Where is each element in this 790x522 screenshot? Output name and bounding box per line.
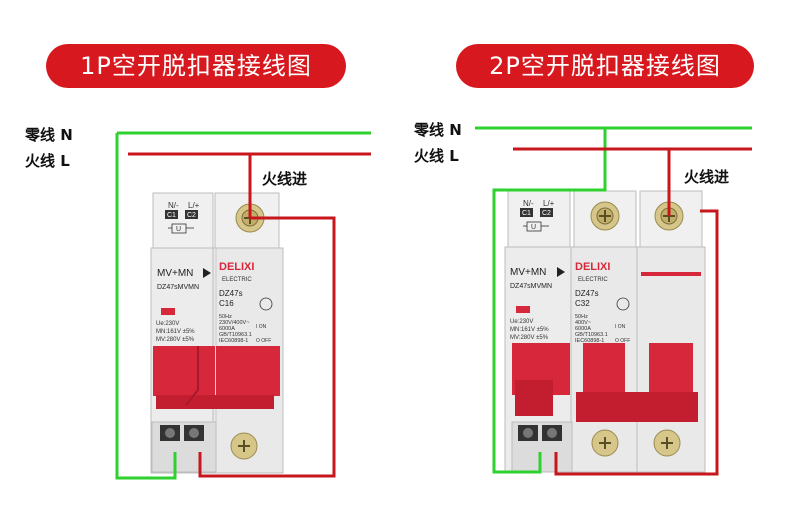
aux-term1-1p: C1: [167, 212, 176, 219]
aux-top-right-2p: L/+: [543, 199, 555, 208]
model-1p: DZ47s: [219, 289, 243, 298]
model-code-2p: DZ47sMVMN: [510, 283, 552, 290]
spec7-2p: GB/T10963.1: [575, 332, 608, 338]
model-code-1p: DZ47sMVMN: [157, 284, 199, 291]
live-in-label-1p: 火线进: [262, 170, 308, 188]
aux-term1-2p: C1: [522, 210, 531, 217]
brand-2p: DELIXI: [575, 261, 610, 273]
breaker-1p: N/- L/+ C1 C2 U MV+MN DZ47sMVMN Ue:230V …: [150, 192, 284, 474]
neutral-label-1p: 零线 N: [25, 126, 73, 144]
wires-2p: [475, 126, 752, 476]
spec6-1p: 6000A: [219, 326, 235, 332]
wires-1p: [115, 131, 371, 480]
spec5-2p: 400V~: [575, 320, 591, 326]
live-loop-1p: [198, 216, 336, 478]
live-loop-2p: [554, 209, 719, 476]
neutral-return-2p: [492, 128, 607, 474]
spec6-2p: 6000A: [575, 326, 591, 332]
on-2p: I ON: [615, 324, 626, 330]
spec1-1p: Ue:230V: [156, 321, 179, 327]
rating-2p: C32: [575, 299, 590, 308]
spec5-1p: 230V/400V~: [219, 320, 249, 326]
off-1p: O OFF: [256, 338, 271, 344]
aux-u-2p: U: [531, 224, 536, 231]
product-line-2p: MV+MN: [510, 267, 546, 278]
product-line-1p: MV+MN: [157, 268, 193, 279]
title-1p: 1P空开脱扣器接线图: [46, 44, 346, 88]
live-label-1p: 火线 L: [25, 152, 70, 170]
spec4-2p: 50Hz: [575, 314, 588, 320]
spec7-1p: GB/T10963.1: [219, 332, 252, 338]
aux-u-1p: U: [176, 226, 181, 233]
spec3-1p: MV:280V ±5%: [156, 337, 195, 343]
spec1-2p: Ue:230V: [510, 319, 533, 325]
neutral-return-1p: [115, 133, 177, 480]
spec3-2p: MV:280V ±5%: [510, 335, 549, 341]
brand-1p: DELIXI: [219, 261, 254, 273]
brand-sub-1p: ELECTRIC: [222, 277, 252, 283]
aux-term2-2p: C2: [542, 210, 551, 217]
aux-top-left-1p: N/-: [168, 201, 179, 210]
spec2-1p: MN:161V ±5%: [156, 329, 195, 335]
neutral-label-2p: 零线 N: [414, 121, 462, 139]
on-1p: I ON: [256, 324, 267, 330]
spec4-1p: 50Hz: [219, 314, 232, 320]
rating-1p: C16: [219, 299, 234, 308]
breaker-2p: N/- L/+ C1 C2 U MV+MN DZ47sMVMN Ue:230V …: [504, 190, 706, 473]
brand-sub-2p: ELECTRIC: [578, 277, 608, 283]
aux-top-left-2p: N/-: [523, 199, 534, 208]
live-in-label-2p: 火线进: [684, 168, 730, 186]
spec8-2p: IEC60898-1: [575, 338, 604, 344]
spec2-2p: MN:161V ±5%: [510, 327, 549, 333]
model-2p: DZ47s: [575, 289, 599, 298]
title-2p: 2P空开脱扣器接线图: [456, 44, 754, 88]
live-label-2p: 火线 L: [414, 147, 459, 165]
aux-term2-1p: C2: [187, 212, 196, 219]
spec8-1p: IEC60898-1: [219, 338, 248, 344]
off-2p: O OFF: [615, 338, 630, 344]
aux-top-right-1p: L/+: [188, 201, 200, 210]
